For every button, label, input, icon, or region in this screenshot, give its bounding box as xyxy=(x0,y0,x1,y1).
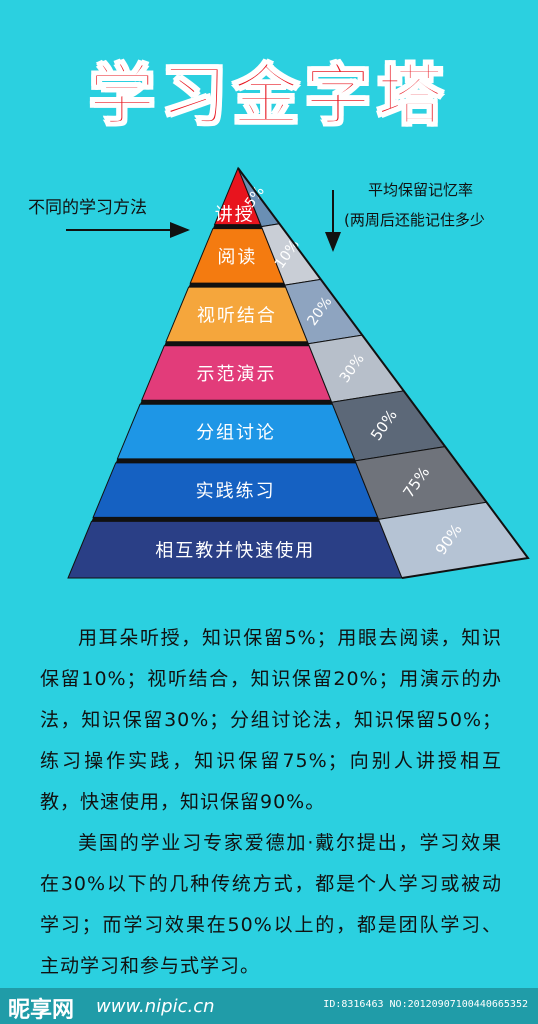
page-title: 学习金字塔 xyxy=(88,56,449,135)
pyramid-level-label: 示范演示 xyxy=(197,364,277,385)
paragraph-dale: 美国的学业习专家爱德加·戴尔提出，学习效果在30%以下的几种传统方式，都是个人学… xyxy=(40,832,502,977)
paragraph-retention: 用耳朵听授，知识保留5%；用眼去阅读，知识保留10%；视听结合，知识保留20%；… xyxy=(40,627,502,813)
watermark-url: www.nipic.cn xyxy=(96,996,215,1017)
pyramid-level-label: 视听结合 xyxy=(197,305,277,326)
left-caption: 不同的学习方法 xyxy=(28,198,147,218)
watermark-id: ID:8316463 NO:20120907100440665352 xyxy=(323,999,528,1010)
watermark-logo: 昵享网 xyxy=(8,998,75,1023)
pyramid-level-label: 阅读 xyxy=(217,247,257,268)
retention-rates: 5%10%20%30%50%75%90% xyxy=(237,167,530,579)
watermark-bar: 昵享网 www.nipic.cn ID:8316463 NO:201209071… xyxy=(0,988,538,1024)
pyramid-side-edge xyxy=(237,167,530,579)
pyramid-level-label: 分组讨论 xyxy=(196,423,276,444)
learning-pyramid-diagram: 不同的学习方法 平均保留记忆率 (两周后还能记住多少 讲授阅读视听结合示范演示分… xyxy=(28,166,530,579)
pyramid-level-label: 讲授 xyxy=(215,204,255,225)
right-caption-line1: 平均保留记忆率 xyxy=(368,181,473,199)
right-caption-line2: (两周后还能记住多少 xyxy=(344,211,485,229)
pyramid-level-label: 相互教并快速使用 xyxy=(155,541,315,562)
pyramid-level-label: 实践练习 xyxy=(196,481,276,502)
